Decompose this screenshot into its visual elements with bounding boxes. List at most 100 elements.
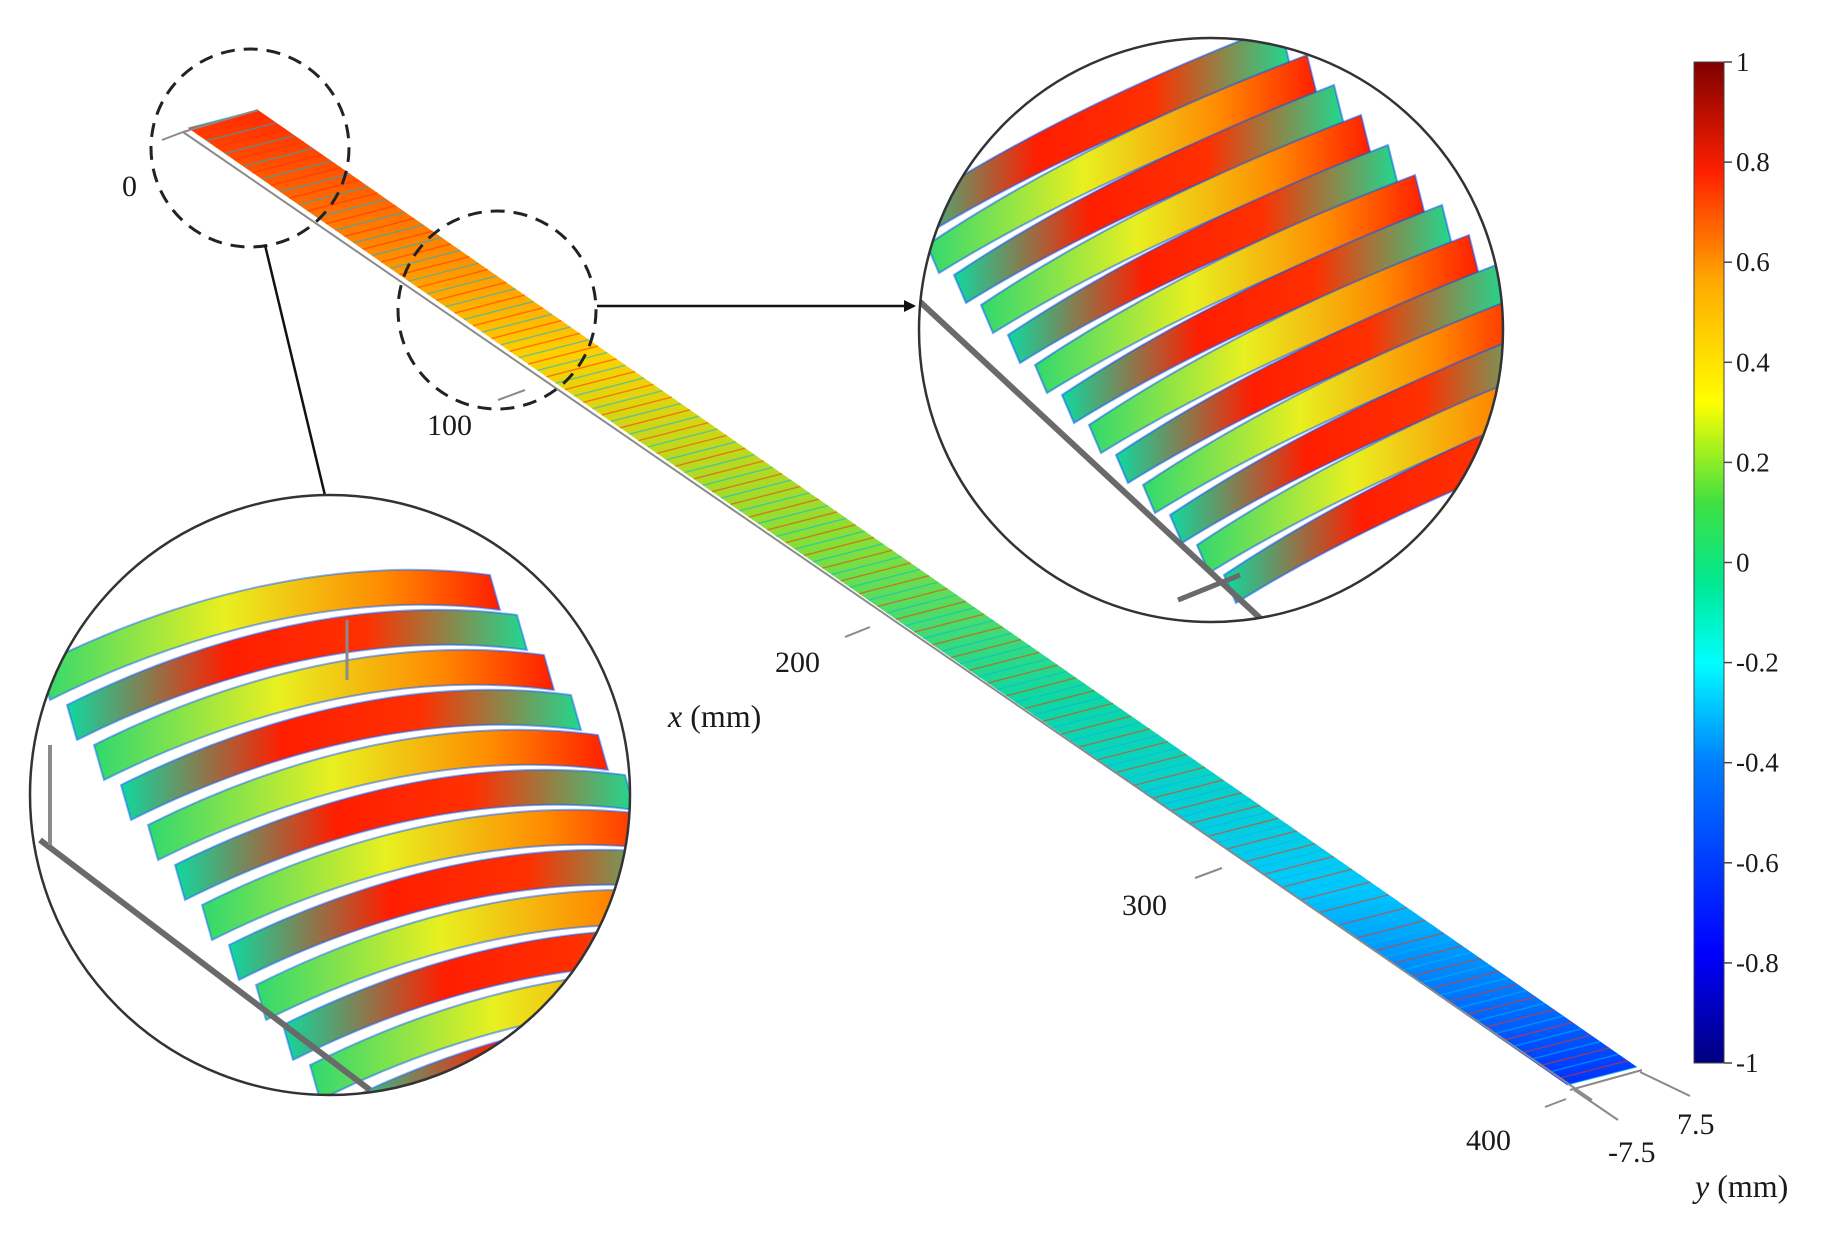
strip-ridge [996, 670, 1068, 691]
strip-ridge [362, 230, 433, 250]
strip-ridge [895, 600, 967, 620]
strip-ridge [1199, 811, 1270, 831]
strip-ridge [932, 626, 1003, 646]
strip-ridge [1125, 760, 1196, 780]
strip-ridge [426, 275, 498, 295]
strip-ridge [307, 192, 378, 212]
strip-ridge [233, 141, 305, 161]
y-axis-title-var: y [1692, 1168, 1710, 1204]
colorbar-tick-label: 0.2 [1736, 447, 1770, 477]
strip-ridge [436, 281, 507, 301]
colorbar-gradient [1693, 61, 1725, 1064]
inset-midstream [917, 36, 1505, 624]
strip-ridge [803, 536, 875, 557]
strip-ridge [730, 485, 801, 506]
strip-ridge [1291, 874, 1362, 895]
strip-ridge [1272, 862, 1343, 882]
strip-ridge [1548, 1053, 1619, 1073]
strip-ridge [665, 441, 737, 461]
strip-ridge [1107, 747, 1178, 767]
strip-ridge [858, 575, 930, 595]
inset-upstream-wave [227, 848, 630, 982]
colorbar-tick-label: 1 [1736, 47, 1750, 77]
strip-ridge [1364, 925, 1435, 946]
strip-ridge [463, 300, 534, 321]
inset-midstream-border [917, 36, 1505, 624]
strip-ridge [969, 651, 1040, 671]
strip-ridge [794, 530, 865, 550]
strip-ridge [1484, 1008, 1555, 1029]
colorbar-tick-label: -0.2 [1736, 648, 1779, 678]
inset-upstream-axis [38, 837, 372, 1093]
strip-ridge [1327, 900, 1399, 920]
strip-ridge [1015, 683, 1086, 703]
strip-ridge [831, 555, 902, 576]
strip-ridge [619, 409, 691, 429]
strip-ridge [500, 326, 571, 346]
inset-midstream-corner-axis [1177, 572, 1241, 603]
strip-ridge [978, 658, 1049, 678]
inset-midstream-wave [1114, 263, 1503, 485]
strip-ridge [601, 396, 672, 416]
x-axis-ticks: 0 100 200 300 400 [122, 131, 1567, 1157]
inset-upstream-wave [200, 808, 630, 942]
strip-ridge [1254, 849, 1325, 869]
origin-axis-line [182, 109, 259, 133]
colorbar-ticks: 10.80.60.40.20-0.2-0.4-0.6-0.8-1 [1724, 47, 1779, 1078]
strip-ridge [1245, 843, 1316, 863]
y-tick-mark-plus [1639, 1071, 1691, 1097]
strip-ridge [1070, 721, 1141, 742]
strip-ridge [1373, 932, 1445, 952]
strip-ridge [592, 390, 663, 410]
strip-ridge [950, 638, 1022, 659]
colorbar-tick-label: -0.6 [1736, 848, 1779, 878]
strip-ridge [1456, 989, 1527, 1010]
strip-ridge [1281, 868, 1353, 888]
strip-ridge [923, 619, 994, 640]
strip-ridge [224, 134, 295, 155]
x-tick-mark-100 [497, 389, 526, 401]
strip-ridge [849, 568, 921, 589]
strip-ridge [638, 421, 709, 442]
strip-ridge [1042, 702, 1114, 723]
strip-ridge [1382, 938, 1454, 959]
strip-ridge [1557, 1059, 1628, 1080]
strip-ridge [877, 587, 948, 608]
colorbar: 10.80.60.40.20-0.2-0.4-0.6-0.8-1 [1693, 47, 1779, 1078]
strip-ridge [298, 185, 369, 206]
strip-ridge [1088, 734, 1160, 754]
strip-ridge [1208, 817, 1279, 837]
strip-ridge [546, 358, 617, 378]
strip-ridge [1438, 977, 1509, 997]
strip-ridge [629, 415, 700, 435]
strip-ridge [206, 122, 277, 142]
inset-upstream-wave [65, 608, 529, 742]
x-tick-label-400: 400 [1466, 1124, 1511, 1157]
callout-arrow-upstream [263, 244, 332, 510]
strip-ridge [757, 504, 829, 525]
strip-ridge [1410, 957, 1481, 978]
surface-strip [182, 109, 1643, 1101]
strip-ridge [472, 307, 544, 327]
zoom-region-midstream [396, 209, 598, 411]
strip-ridge [1493, 1015, 1564, 1035]
y-axis-line [1569, 1069, 1643, 1091]
strip-ridge [252, 153, 323, 174]
strip-ridge [1355, 919, 1426, 939]
strip-ridge [197, 115, 268, 136]
strip-ridge [564, 370, 636, 391]
strip-ridge [656, 434, 728, 455]
strip-ridge [1079, 728, 1150, 748]
strip-ridge [675, 447, 746, 467]
x-tick-mark-0 [161, 131, 184, 141]
strip-ridge [371, 236, 443, 257]
strip-ridge [1447, 983, 1518, 1003]
x-axis-title-unit: (mm) [682, 698, 761, 734]
strip-ridge [482, 313, 553, 333]
strip-ridge [785, 524, 856, 544]
strip-ridge [904, 606, 976, 627]
strip-ridge [693, 460, 764, 480]
strip-ridge [270, 166, 341, 187]
inset-upstream-border [28, 493, 632, 1097]
